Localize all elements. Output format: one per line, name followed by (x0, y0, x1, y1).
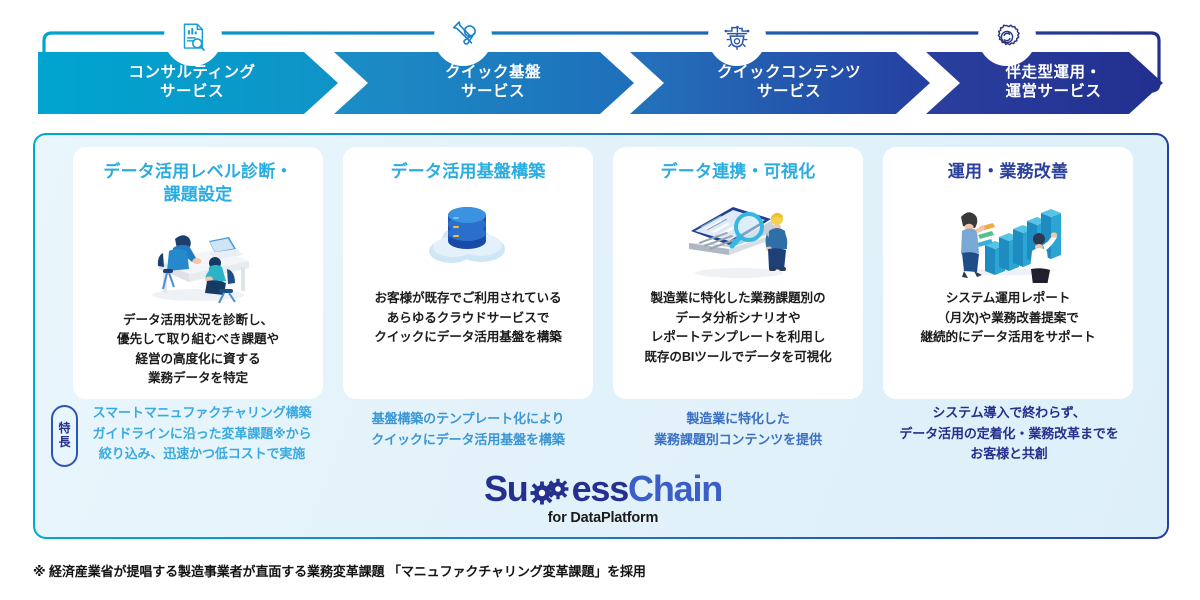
service-card-4-title: 運用・業務改善 (947, 162, 1069, 181)
service-card-4[interactable]: 運用・業務改善 (883, 147, 1133, 399)
feature-badge: 特 長 (51, 405, 78, 467)
logo-part-1: Su (483, 468, 529, 509)
service-card-2-description: お客様が既存でご利用されている あらゆるクラウドサービスで クイックにデータ活用… (374, 291, 562, 345)
gear-pair-icon (528, 474, 572, 505)
document-search-icon (164, 8, 222, 66)
logo-part-3: Chain (628, 468, 723, 509)
service-card-4-description: システム運用レポート （月次)や業務改善提案で 継続的にデータ活用をサポート (920, 291, 1096, 345)
process-step-3-label-line1: クイックコンテンツ (716, 64, 861, 82)
process-step-1-label-line2: サービス (159, 83, 224, 100)
service-card-2[interactable]: データ活用基盤構築 (343, 147, 593, 399)
process-step-2[interactable]: クイック基盤 サービス (334, 52, 634, 114)
gear-circuit-icon (708, 8, 766, 66)
service-card-1[interactable]: データ活用レベル診断・ 課題設定 (73, 147, 323, 399)
process-step-4-label-line2: 運営サービス (1005, 83, 1102, 100)
process-step-2-label-line2: サービス (460, 83, 525, 100)
service-card-3-title: データ連携・可視化 (660, 162, 816, 181)
logo-part-2: ess (571, 468, 630, 509)
service-card-1-description: データ活用状況を診断し、 優先して取り組むべき課題や 経営の高度化に資する 業務… (116, 312, 280, 386)
service-card-3[interactable]: データ連携・可視化 (613, 147, 863, 399)
service-card-2-title: データ活用基盤構築 (390, 162, 546, 181)
process-step-4-label-line1: 伴走型運用・ (1005, 64, 1102, 82)
feature-text-3: 製造業に特化した 業務課題別コンテンツを提供 (654, 411, 822, 447)
logo-subtitle: for DataPlatform (547, 510, 659, 526)
feature-row: 特 長 スマートマニュファクチャリング構築 ガイドラインに沿った変革課題※から … (35, 403, 1171, 473)
process-step-1-label-line1: コンサルティング (128, 64, 256, 82)
process-step-3[interactable]: クイックコンテンツ サービス (630, 52, 930, 114)
process-step-3-label-line2: サービス (756, 83, 821, 100)
footnote: ※ 経済産業省が提唱する製造事業者が直面する業務変革課題 「マニュファクチャリン… (33, 564, 646, 579)
cloud-database-illustration (393, 187, 543, 283)
feature-text-1: スマートマニュファクチャリング構築 ガイドラインに沿った変革課題※から 絞り込み… (92, 405, 312, 462)
feature-text-4: システム導入で終わらず、 データ活用の定着化・業務改革までを お客様と共創 (899, 405, 1119, 462)
service-card-list: データ活用レベル診断・ 課題設定 (35, 135, 1171, 399)
gear-refresh-icon (978, 8, 1036, 66)
process-step-4[interactable]: 伴走型運用・ 運営サービス (926, 52, 1163, 114)
service-card-1-title: データ活用レベル診断・ 課題設定 (103, 162, 293, 204)
tools-wrench-screwdriver-icon (434, 8, 492, 66)
bar-chart-people-illustration (933, 187, 1083, 283)
services-panel: データ活用レベル診断・ 課題設定 (33, 133, 1169, 539)
product-logo: Su (35, 468, 1171, 527)
service-card-3-description: 製造業に特化した業務課題別の データ分析シナリオや レポートテンプレートを利用し… (644, 291, 832, 364)
consulting-desk-illustration (123, 209, 273, 305)
feature-text-2: 基盤構築のテンプレート化により クイックにデータ活用基盤を構築 (371, 411, 565, 447)
laptop-analysis-illustration (661, 187, 816, 283)
process-chevron-strip: コンサルティング サービス クイック基盤 サービス クイックコンテンツ サービス… (38, 52, 1163, 114)
process-step-2-label-line1: クイック基盤 (444, 64, 541, 82)
